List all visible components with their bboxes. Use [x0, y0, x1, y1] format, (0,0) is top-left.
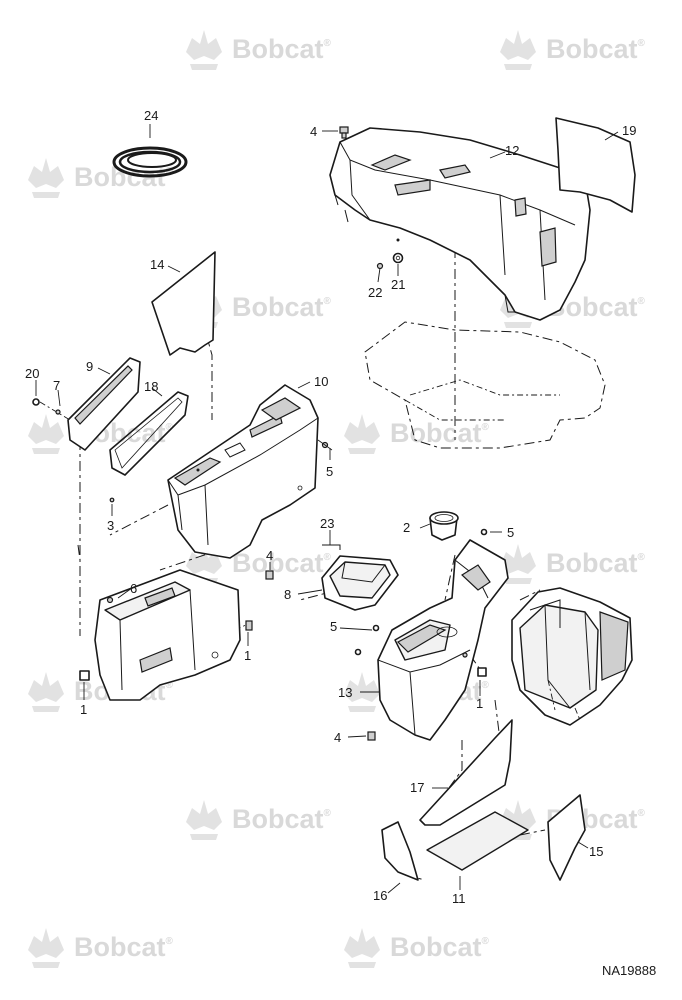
- callout-22: 22: [368, 285, 382, 300]
- watermark: Bobcat®: [186, 544, 332, 584]
- diagram-reference-code: NA19888: [602, 963, 656, 978]
- cab-floor-reference-outline: [364, 321, 606, 449]
- lower-left-bracket-assembly: [94, 569, 241, 701]
- fastener-nut: [55, 409, 61, 415]
- watermark: Bobcat®: [500, 544, 646, 584]
- callout-5: 5: [507, 525, 514, 540]
- fastener-screw: [32, 398, 40, 406]
- watermark: Bobcat®: [186, 288, 332, 328]
- fastener-screw: [480, 528, 488, 536]
- callout-8: 8: [284, 587, 291, 602]
- fastener-bolt: [339, 126, 349, 139]
- cab-floor-reference-detail: [404, 379, 560, 421]
- callout-21: 21: [391, 277, 405, 292]
- bobcat-logo-icon: [28, 672, 64, 712]
- floor-panel-left-insulation: [419, 719, 513, 826]
- bobcat-logo-icon: [500, 30, 536, 70]
- center-console: [377, 539, 509, 741]
- seat-base-frame: [511, 587, 633, 726]
- watermark: Bobcat®: [186, 30, 332, 70]
- fastener-nut: [392, 252, 404, 264]
- callout-5: 5: [330, 619, 337, 634]
- insulation-sheet: [151, 251, 216, 356]
- window-panel: [67, 357, 141, 451]
- callout-2: 2: [403, 520, 410, 535]
- fastener-clip: [79, 670, 90, 681]
- callout-16: 16: [373, 888, 387, 903]
- svg-text:Bobcat®: Bobcat®: [546, 34, 646, 64]
- leader-lines: [35, 124, 619, 894]
- svg-text:Bobcat®: Bobcat®: [232, 548, 332, 578]
- callout-19: 19: [622, 123, 636, 138]
- window-seal: [109, 391, 189, 476]
- callout-4: 4: [266, 548, 273, 563]
- callout-18: 18: [144, 379, 158, 394]
- callout-11: 11: [452, 891, 466, 906]
- fastener-bolt: [367, 731, 376, 741]
- cup-holder: [429, 511, 459, 541]
- callout-1: 1: [476, 696, 483, 711]
- callout-14: 14: [150, 257, 164, 272]
- svg-text:Bobcat®: Bobcat®: [546, 548, 646, 578]
- callout-13: 13: [338, 685, 352, 700]
- callout-15: 15: [589, 844, 603, 859]
- left-console: [167, 384, 319, 559]
- bobcat-logo-icon: [28, 158, 64, 198]
- callout-labels: 24 4 12 19 21 22 14 10 5 9 18 20 7 3 6 4…: [25, 108, 636, 906]
- watermark: Bobcat®: [28, 158, 174, 198]
- bobcat-logo-icon: [186, 800, 222, 840]
- dash-panel: [329, 127, 591, 321]
- fastener-screw: [354, 624, 380, 656]
- side-panel-right: [547, 794, 586, 881]
- svg-text:Bobcat®: Bobcat®: [232, 34, 332, 64]
- callout-10: 10: [314, 374, 328, 389]
- fastener-clip: [477, 667, 487, 677]
- svg-text:Bobcat®: Bobcat®: [232, 292, 332, 322]
- svg-text:Bobcat®: Bobcat®: [390, 418, 490, 448]
- bobcat-logo-icon: [28, 414, 64, 454]
- fastener-screw: [376, 262, 384, 270]
- fastener-bolt: [265, 570, 274, 580]
- watermark: Bobcat®: [186, 800, 332, 840]
- side-panel-left: [381, 821, 419, 881]
- door-seal-coil: [112, 146, 188, 178]
- svg-text:Bobcat®: Bobcat®: [390, 932, 490, 962]
- watermark: Bobcat®: [28, 928, 174, 968]
- callout-1: 1: [80, 702, 87, 717]
- fastener-rivet: [109, 497, 115, 503]
- svg-text:Bobcat®: Bobcat®: [74, 932, 174, 962]
- floor-mat: [426, 811, 529, 871]
- storage-tray: [321, 555, 399, 611]
- callout-12: 12: [505, 143, 519, 158]
- bobcat-logo-icon: [28, 928, 64, 968]
- callout-23: 23: [320, 516, 334, 531]
- watermark: Bobcat®: [344, 414, 490, 454]
- svg-text:Bobcat®: Bobcat®: [232, 804, 332, 834]
- bobcat-logo-icon: [344, 414, 380, 454]
- callout-4: 4: [310, 124, 317, 139]
- panel-sheet: [555, 117, 636, 213]
- callout-24: 24: [144, 108, 158, 123]
- callout-9: 9: [86, 359, 93, 374]
- callout-4: 4: [334, 730, 341, 745]
- callout-1: 1: [244, 648, 251, 663]
- fastener-bolt: [245, 620, 253, 631]
- callout-20: 20: [25, 366, 39, 381]
- callout-6: 6: [130, 581, 137, 596]
- callout-7: 7: [53, 378, 60, 393]
- callout-3: 3: [107, 518, 114, 533]
- tray-lid-leader: [322, 544, 341, 550]
- watermark: Bobcat®: [344, 928, 490, 968]
- assembly-lines: [39, 248, 546, 881]
- bobcat-logo-icon: [344, 928, 380, 968]
- callout-17: 17: [410, 780, 424, 795]
- callout-5: 5: [326, 464, 333, 479]
- bobcat-logo-icon: [186, 30, 222, 70]
- watermark: Bobcat®: [500, 30, 646, 70]
